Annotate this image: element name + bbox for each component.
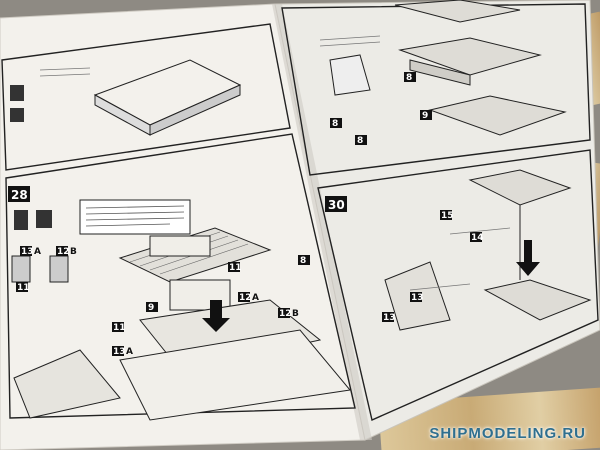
step-number-30: 30 <box>328 198 345 212</box>
svg-text:13: 13 <box>21 247 34 257</box>
svg-text:A: A <box>252 293 259 303</box>
svg-text:11: 11 <box>17 283 30 293</box>
watermark: SHIPMODELING.RU <box>429 425 586 442</box>
svg-text:A: A <box>126 347 133 357</box>
svg-text:12: 12 <box>279 309 292 319</box>
panel-step30 <box>317 149 599 421</box>
paint-pot-icon <box>10 85 24 101</box>
panel-step28 <box>5 133 356 419</box>
svg-text:11: 11 <box>113 323 126 333</box>
svg-text:13: 13 <box>113 347 126 357</box>
svg-text:B: B <box>70 247 77 257</box>
right-part-tags: 8 9 8 8 15 14 13 13 <box>330 72 484 323</box>
svg-text:9: 9 <box>148 303 154 313</box>
step-badge-28 <box>8 186 30 202</box>
svg-text:13: 13 <box>383 313 396 323</box>
svg-text:13: 13 <box>411 293 424 303</box>
roof-corner-drawing <box>13 349 121 419</box>
svg-text:8: 8 <box>300 256 306 266</box>
body-text-lines <box>39 35 511 291</box>
paint-brush-icon <box>10 108 24 122</box>
svg-text:8: 8 <box>357 136 363 146</box>
arrow-down-icon <box>202 300 230 332</box>
svg-text:15: 15 <box>441 211 454 221</box>
svg-text:12: 12 <box>239 293 252 303</box>
step-number-28: 28 <box>11 188 28 202</box>
pagoda-drawing-left <box>118 227 351 421</box>
svg-text:11: 11 <box>229 263 242 273</box>
pagoda-drawing-right <box>384 169 592 331</box>
svg-text:B: B <box>292 309 299 319</box>
svg-text:14: 14 <box>471 233 484 243</box>
svg-text:8: 8 <box>406 73 412 83</box>
step-badge-30 <box>325 196 347 212</box>
svg-text:A: A <box>34 247 41 257</box>
panel-top-left <box>1 23 291 171</box>
svg-text:9: 9 <box>422 111 428 121</box>
instruction-text-box <box>79 199 191 235</box>
glue-tube-icon <box>14 210 28 230</box>
left-part-tags: 13 12 11 9 8 12 12 11 13 11 A B A B A <box>16 246 310 357</box>
svg-text:12: 12 <box>57 247 70 257</box>
svg-text:8: 8 <box>332 119 338 129</box>
